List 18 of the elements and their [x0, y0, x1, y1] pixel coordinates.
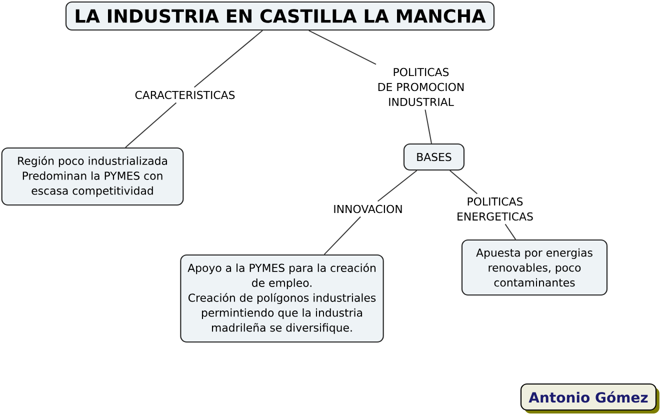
connector-line: [308, 30, 376, 65]
linking-phrase: INNOVACION: [334, 204, 402, 214]
concept-box: Apoyo a la PYMES para la creación de empleo. Creación de polígonos industriales permintiendo que la industria madrileña se diversifique.: [180, 254, 384, 343]
connector-line: [449, 170, 478, 194]
author-box: Antonio Gómez: [520, 383, 660, 414]
concept-box: BASES: [403, 143, 465, 171]
connector-line: [424, 109, 432, 144]
linking-phrase: CARACTERISTICAS: [135, 90, 235, 100]
connector-line: [194, 30, 264, 88]
title-box: LA INDUSTRIA EN CASTILLA LA MANCHA: [65, 1, 495, 31]
connector-line: [324, 216, 362, 255]
connector-line: [504, 224, 516, 240]
concept-box: Apuesta por energias renovables, poco contaminantes: [461, 239, 608, 296]
concept-box: Región poco industrializada Predominan la PYMES con escasa competitividad: [1, 147, 184, 206]
linking-phrase: POLITICAS ENERGETICAS: [458, 197, 533, 221]
linking-phrase: POLITICAS DE PROMOCION INDUSTRIAL: [378, 68, 464, 106]
connector-line: [377, 170, 418, 202]
connector-line: [124, 102, 177, 148]
